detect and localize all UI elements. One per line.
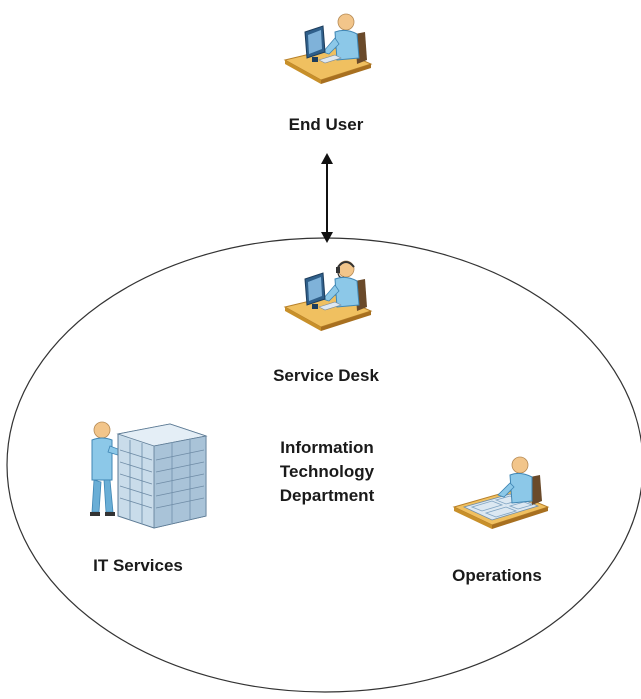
end-user-label: End User <box>288 115 364 134</box>
operator-at-console-icon <box>452 456 550 529</box>
service-desk-label: Service Desk <box>273 366 379 385</box>
bidirectional-arrow <box>321 153 333 243</box>
it-department-line-3: Department <box>279 486 375 505</box>
user-at-desk-icon <box>283 13 373 84</box>
operations-label: Operations <box>452 566 542 585</box>
server-rack-technician-icon <box>90 421 208 529</box>
it-department-label: Information Technology Department <box>280 436 374 508</box>
it-department-line-1: Information <box>280 438 374 457</box>
headset-agent-at-desk-icon <box>283 260 373 331</box>
it-services-label: IT Services <box>93 556 183 575</box>
it-department-line-2: Technology <box>279 462 375 481</box>
